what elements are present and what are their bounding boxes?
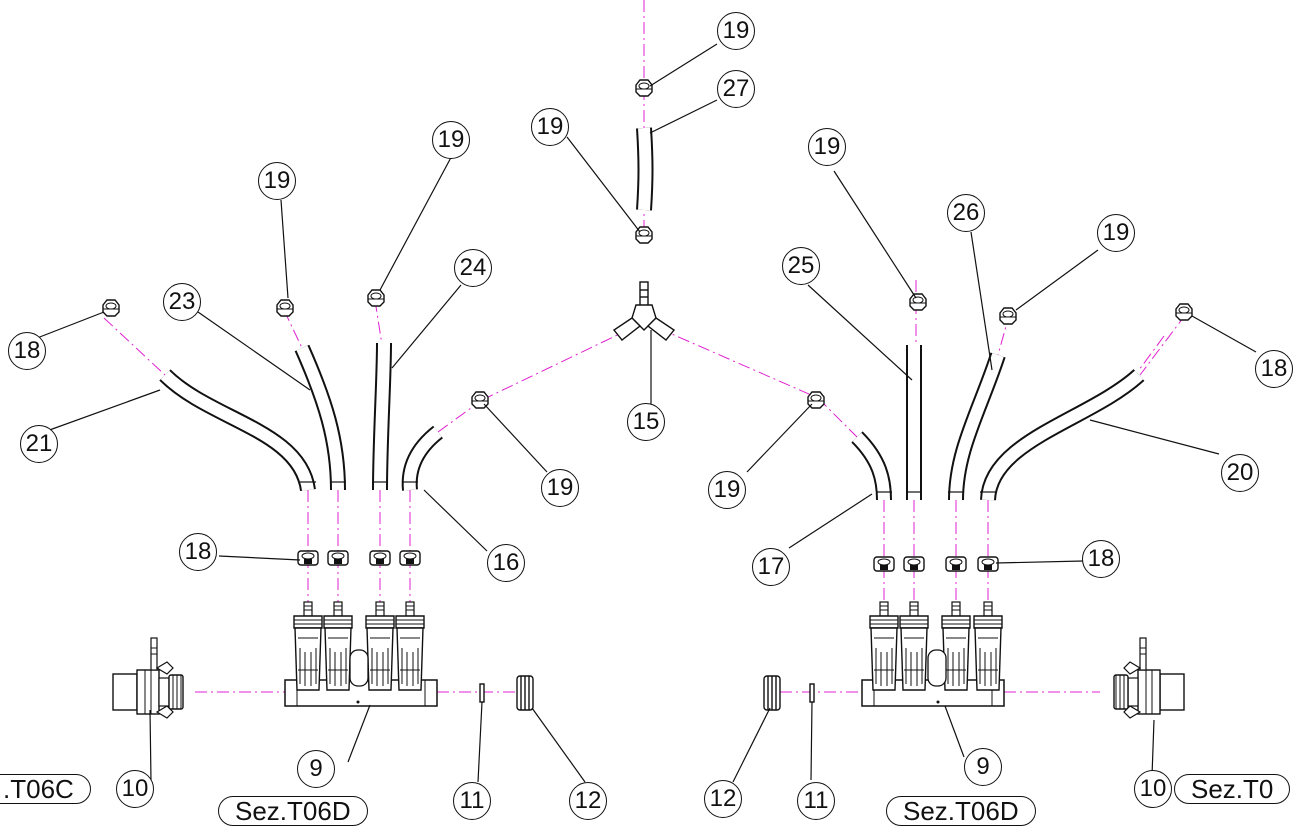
leader-lines [31,43,1257,783]
part-bubble-25: 25 [782,247,820,285]
part-bubble-12: 12 [569,782,607,820]
part-bubble-27: 27 [717,70,755,108]
part-bubble-19: 19 [708,471,746,509]
part-bubble-18: 18 [179,533,217,571]
part-bubble-19: 19 [541,469,579,507]
part-bubble-21: 21 [20,425,58,463]
part-bubble-18: 18 [1082,540,1120,578]
part-bubble-19: 19 [531,108,569,146]
section-ref-t0: Sez.T0 [1174,774,1291,804]
part-bubble-17: 17 [752,548,790,586]
part-bubble-10: 10 [116,770,154,808]
section-ref-t06c: .T06C [0,774,91,804]
part-bubble-16: 16 [487,544,525,582]
part-bubble-20: 20 [1221,454,1259,492]
part-bubble-19: 19 [1097,214,1135,252]
part-bubble-19: 19 [808,128,846,166]
part-bubble-19: 19 [717,12,755,50]
part-bubble-15: 15 [627,403,665,441]
part-bubble-9: 9 [297,750,335,788]
centerlines [103,0,1187,693]
valve-right [1113,637,1185,719]
part-bubble-19: 19 [432,121,470,159]
part-bubble-12: 12 [704,780,742,818]
manifold-right [861,601,1005,707]
section-ref-t06d-right: Sez.T06D [886,796,1036,826]
part-bubble-19: 19 [258,162,296,200]
part-bubble-9: 9 [964,748,1002,786]
part-bubble-10: 10 [1134,770,1172,808]
hoses [159,127,1145,501]
part-bubble-24: 24 [454,249,492,287]
part-bubble-11: 11 [453,782,491,820]
section-ref-t06d-left: Sez.T06D [218,796,368,826]
part-bubble-18: 18 [8,332,46,370]
manifold-left [284,601,438,707]
part-bubble-26: 26 [947,194,985,232]
part-bubble-23: 23 [163,283,201,321]
part-bubble-11: 11 [797,782,835,820]
valve-left [112,637,184,719]
part-bubble-18: 18 [1255,350,1293,388]
caps [479,675,815,711]
y-connector [612,281,676,341]
